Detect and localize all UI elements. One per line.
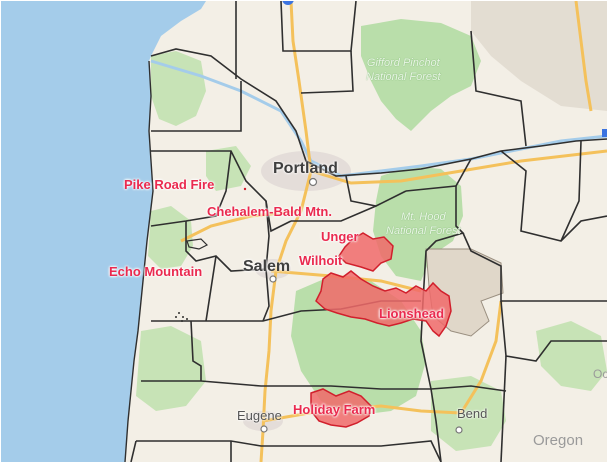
cascades-forest-south [431,376,506,451]
reservoir-marker [186,238,209,250]
label-wilhoit[interactable]: Wilhoit [299,253,343,268]
label-unger[interactable]: Unger [321,229,359,244]
mthood-line2: National Forest [386,224,461,237]
pacific-ocean [1,1,206,462]
right-edge-marker [602,129,607,137]
label-lionshead[interactable]: Lionshead [379,306,445,321]
coast-range-forest-south [136,326,206,411]
coastal-marks [175,312,188,322]
label-portland: Portland [273,160,338,177]
mthood-line1: Mt. Hood [400,211,446,223]
fire-chehalem-marker [243,187,247,191]
city-markers [260,177,463,434]
label-eugene: Eugene [237,408,282,423]
label-gifford-pinchot: Gifford Pinchot National Forest [366,57,441,85]
top-location-marker [282,1,294,5]
gifford-pinchot-forest [361,19,481,131]
eastern-forest [536,321,607,391]
county-boundaries [130,1,607,462]
label-echo-mountain[interactable]: Echo Mountain [109,264,203,279]
coast-range-forest-north [151,51,206,126]
label-oregon: Oregon [533,432,584,449]
portland-urban-area [261,151,351,191]
label-salem: Salem [243,258,291,275]
label-mt-hood-forest: Mt. Hood National Forest [386,211,461,239]
label-pike-road-fire[interactable]: Pike Road Fire [124,177,215,192]
salem-urban-area [255,259,291,279]
label-partial: Oc [593,367,607,381]
label-bend: Bend [457,406,488,421]
gifford-line2: National Forest [366,70,441,83]
gifford-line1: Gifford Pinchot [366,57,440,69]
mt-hood-forest [373,166,463,281]
coastline [124,60,154,462]
label-holiday-farm[interactable]: Holiday Farm [293,402,376,417]
label-chehalem-bald-mtn[interactable]: Chehalem-Bald Mtn. [207,204,332,219]
washington-highlands [471,1,607,111]
fire-unger-wilhoit-area [338,232,394,272]
fire-holiday-farm [310,388,372,428]
fire-beachie-lionshead [315,270,452,338]
fire-perimeters [243,187,452,428]
